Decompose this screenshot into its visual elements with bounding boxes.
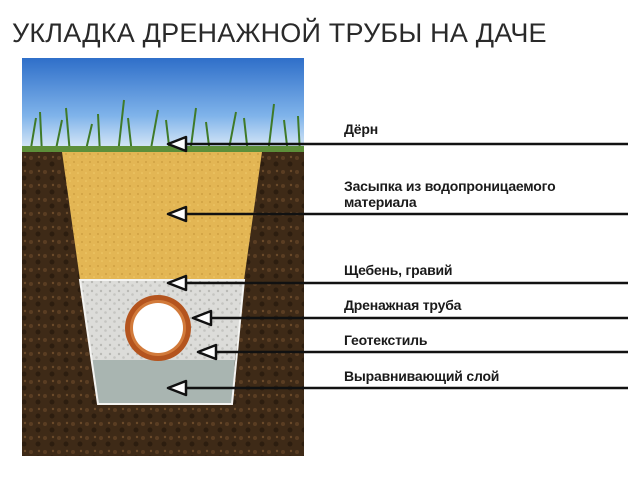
leader-pipe xyxy=(191,309,628,327)
geotextile-outline xyxy=(78,279,246,405)
arrow-head-icon xyxy=(166,274,188,292)
label-pipe: Дренажная труба xyxy=(344,297,462,313)
sky xyxy=(22,58,304,154)
leader-backfill xyxy=(166,205,628,223)
arrow-head-icon xyxy=(166,135,188,153)
arrow-head-icon xyxy=(196,343,218,361)
leader-turf xyxy=(166,135,628,153)
pipe-inner xyxy=(133,303,183,353)
diagram-title: УКЛАДКА ДРЕНАЖНОЙ ТРУБЫ НА ДАЧЕ xyxy=(12,18,547,48)
arrow-head-icon xyxy=(166,205,188,223)
leader-geotextile xyxy=(196,343,628,361)
leveling-layer xyxy=(91,360,235,404)
label-backfill: Засыпка из водопроницаемого материала xyxy=(344,178,556,210)
turf-strip xyxy=(22,146,304,156)
leader-leveling xyxy=(166,379,628,397)
label-gravel: Щебень, гравий xyxy=(344,262,453,278)
grass xyxy=(29,99,301,155)
label-geotextile: Геотекстиль xyxy=(344,332,428,348)
label-turf: Дёрн xyxy=(344,121,378,137)
arrow-head-icon xyxy=(191,309,213,327)
backfill-layer xyxy=(62,152,262,280)
label-leveling: Выравнивающий слой xyxy=(344,368,500,384)
arrow-head-icon xyxy=(166,379,188,397)
leader-gravel xyxy=(166,274,628,292)
